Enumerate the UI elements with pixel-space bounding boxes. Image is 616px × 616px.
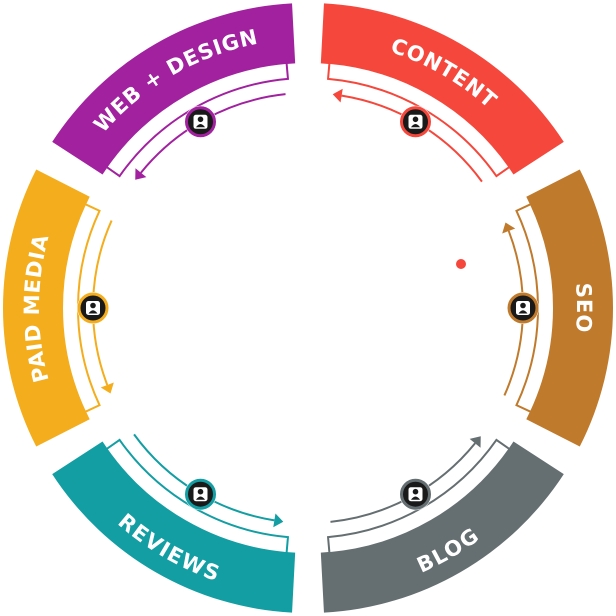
content-frame [326,61,511,178]
arrow-head-icon [135,168,147,180]
arrow-head-icon [502,222,516,234]
person-badge-icon [507,292,539,324]
arrow-head-icon [100,382,114,394]
seo-segment [526,169,614,447]
person-badge-icon [184,105,217,138]
arrow-head-icon [273,513,284,528]
content-segment [320,3,564,175]
seo-label: SEO [571,282,596,334]
reviews-segment [52,441,296,613]
blog-frame [326,438,511,555]
person-badge-icon [184,478,217,511]
accent-dot [456,259,466,269]
person-badge-icon [77,292,109,324]
person-badge-icon [399,478,432,511]
web-design-frame [105,61,290,178]
arrow-head-icon [332,88,343,103]
blog-segment [320,441,564,613]
web-design-segment [52,3,296,175]
arrow-head-icon [469,436,481,448]
seo-frame [515,202,555,414]
reviews-frame [105,438,290,555]
paid-media-segment [2,169,90,447]
paid-media-frame [61,202,101,414]
person-badge-icon [399,105,432,138]
